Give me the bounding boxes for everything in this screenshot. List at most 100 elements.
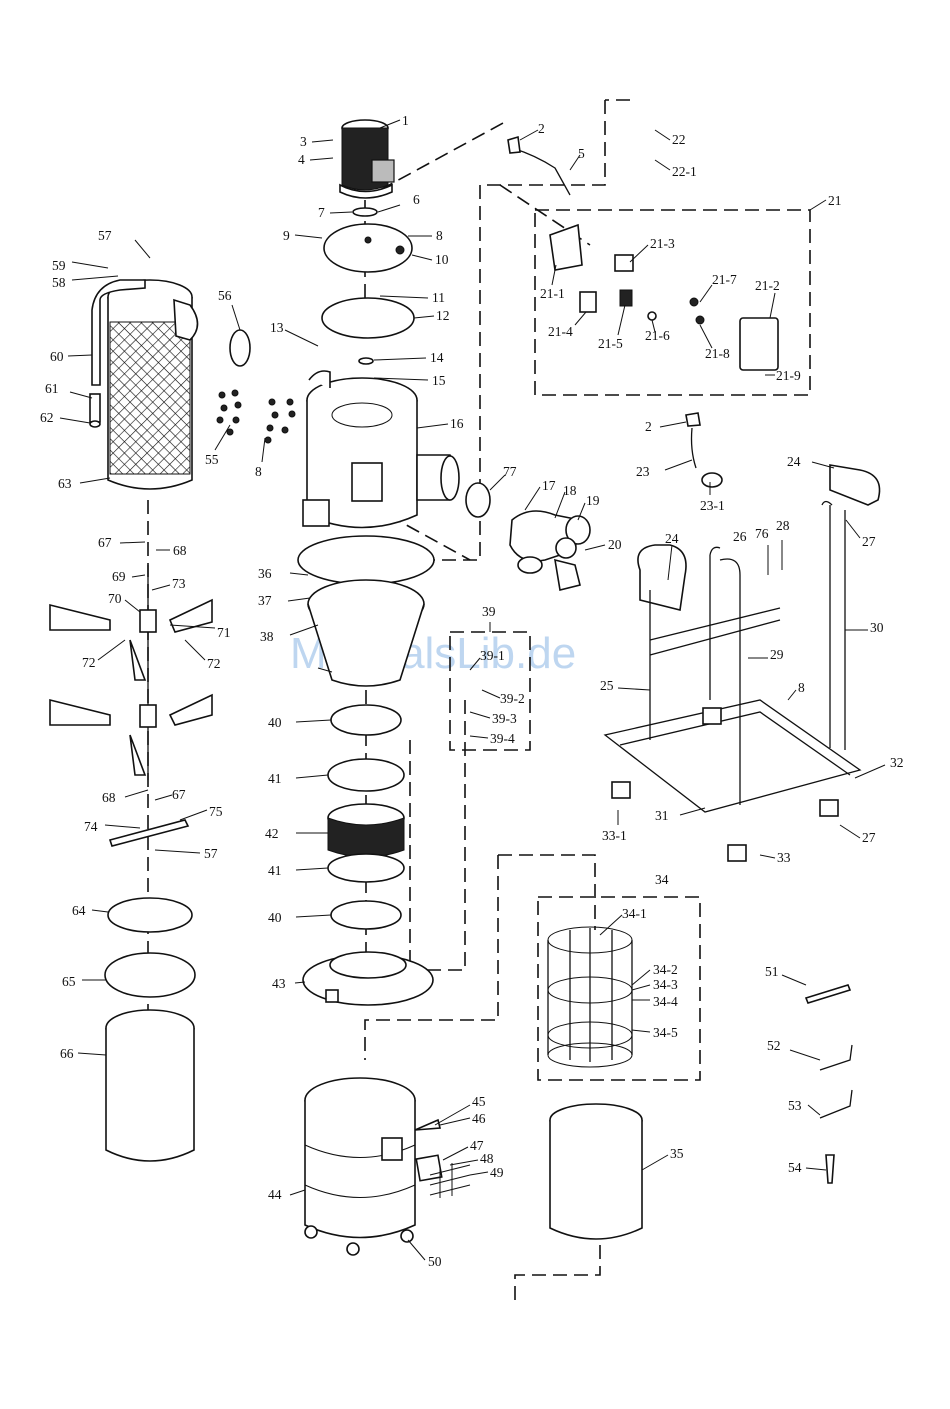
label-21-9: 21-9 bbox=[776, 368, 801, 383]
label-37: 37 bbox=[258, 593, 272, 608]
lower-bag-assembly bbox=[104, 897, 196, 1162]
label-52: 52 bbox=[767, 1038, 781, 1053]
label-51: 51 bbox=[765, 964, 779, 979]
label-43: 43 bbox=[272, 976, 286, 991]
collector-base bbox=[302, 951, 434, 1006]
tools bbox=[804, 984, 853, 1184]
label-7: 7 bbox=[318, 205, 325, 220]
label-49: 49 bbox=[490, 1165, 504, 1180]
label-62: 62 bbox=[40, 410, 54, 425]
label-60: 60 bbox=[50, 349, 64, 364]
label-21-3: 21-3 bbox=[650, 236, 675, 251]
label-33-1: 33-1 bbox=[602, 828, 627, 843]
label-26: 26 bbox=[733, 529, 747, 544]
label-50: 50 bbox=[428, 1254, 442, 1269]
label-17: 17 bbox=[542, 478, 556, 493]
label-21-5: 21-5 bbox=[598, 336, 623, 351]
label-63: 63 bbox=[58, 476, 72, 491]
label-57b: 57 bbox=[204, 846, 218, 861]
label-21-6: 21-6 bbox=[645, 328, 670, 343]
label-3: 3 bbox=[300, 134, 307, 149]
label-21-1: 21-1 bbox=[540, 286, 565, 301]
label-39-1: 39-1 bbox=[480, 648, 505, 663]
label-22-1: 22-1 bbox=[672, 164, 697, 179]
impeller-plate bbox=[321, 297, 415, 339]
label-34-1: 34-1 bbox=[622, 906, 647, 921]
label-2b: 2 bbox=[645, 419, 652, 434]
label-8a: 8 bbox=[436, 228, 443, 243]
label-64: 64 bbox=[72, 903, 86, 918]
label-61: 61 bbox=[45, 381, 59, 396]
blower-housing bbox=[302, 370, 460, 529]
label-47: 47 bbox=[470, 1138, 484, 1153]
label-5: 5 bbox=[578, 146, 585, 161]
label-42: 42 bbox=[265, 826, 279, 841]
label-38: 38 bbox=[260, 629, 274, 644]
canister-filter bbox=[89, 279, 199, 490]
part-labels: 1 2 3 4 5 6 7 8 9 10 11 12 13 14 15 16 7… bbox=[40, 113, 904, 1269]
gasket-and-bolts bbox=[216, 329, 296, 444]
stand-frame bbox=[603, 464, 881, 862]
label-1: 1 bbox=[402, 113, 409, 128]
label-27b: 27 bbox=[862, 830, 876, 845]
leader-lines bbox=[59, 119, 886, 1261]
label-23: 23 bbox=[636, 464, 650, 479]
label-24b: 24 bbox=[665, 531, 679, 546]
label-21-2: 21-2 bbox=[755, 278, 780, 293]
label-21-8: 21-8 bbox=[705, 346, 730, 361]
label-68a: 68 bbox=[173, 543, 187, 558]
label-25: 25 bbox=[600, 678, 614, 693]
label-41a: 41 bbox=[268, 771, 282, 786]
label-48: 48 bbox=[480, 1151, 494, 1166]
label-71: 71 bbox=[217, 625, 231, 640]
label-13: 13 bbox=[270, 320, 284, 335]
label-14: 14 bbox=[430, 350, 444, 365]
label-39-4: 39-4 bbox=[490, 731, 515, 746]
label-41b: 41 bbox=[268, 863, 282, 878]
label-23-1: 23-1 bbox=[700, 498, 725, 513]
inlet-adapter bbox=[509, 510, 591, 591]
label-53: 53 bbox=[788, 1098, 802, 1113]
label-6: 6 bbox=[413, 192, 420, 207]
label-9: 9 bbox=[283, 228, 290, 243]
label-34-4: 34-4 bbox=[653, 994, 678, 1009]
label-16: 16 bbox=[450, 416, 464, 431]
label-19: 19 bbox=[586, 493, 600, 508]
label-21-7: 21-7 bbox=[712, 272, 737, 287]
clamp-rings bbox=[327, 704, 405, 930]
label-56: 56 bbox=[218, 288, 232, 303]
collection-drum bbox=[304, 1077, 471, 1256]
label-77: 77 bbox=[503, 464, 517, 479]
label-74: 74 bbox=[84, 819, 98, 834]
label-11: 11 bbox=[432, 290, 445, 305]
label-67b: 67 bbox=[172, 787, 186, 802]
label-12: 12 bbox=[436, 308, 450, 323]
label-27a: 27 bbox=[862, 534, 876, 549]
label-66: 66 bbox=[60, 1046, 74, 1061]
label-72b: 72 bbox=[207, 656, 221, 671]
label-44: 44 bbox=[268, 1187, 282, 1202]
label-21-4: 21-4 bbox=[548, 324, 573, 339]
label-34: 34 bbox=[655, 872, 669, 887]
label-39: 39 bbox=[482, 604, 496, 619]
label-75: 75 bbox=[209, 804, 223, 819]
switch-assembly bbox=[549, 223, 779, 371]
label-55: 55 bbox=[205, 452, 219, 467]
label-28: 28 bbox=[776, 518, 790, 533]
power-cord bbox=[507, 135, 723, 488]
collection-bag bbox=[549, 1103, 643, 1240]
washer bbox=[358, 357, 374, 365]
label-32: 32 bbox=[890, 755, 904, 770]
label-54: 54 bbox=[788, 1160, 802, 1175]
cone-funnel bbox=[297, 535, 435, 687]
label-21: 21 bbox=[828, 193, 842, 208]
label-31: 31 bbox=[655, 808, 669, 823]
motor bbox=[339, 119, 395, 217]
label-8b: 8 bbox=[255, 464, 262, 479]
filter-cage bbox=[547, 926, 633, 1068]
label-36: 36 bbox=[258, 566, 272, 581]
label-76: 76 bbox=[755, 526, 769, 541]
label-70: 70 bbox=[108, 591, 122, 606]
label-33: 33 bbox=[777, 850, 791, 865]
